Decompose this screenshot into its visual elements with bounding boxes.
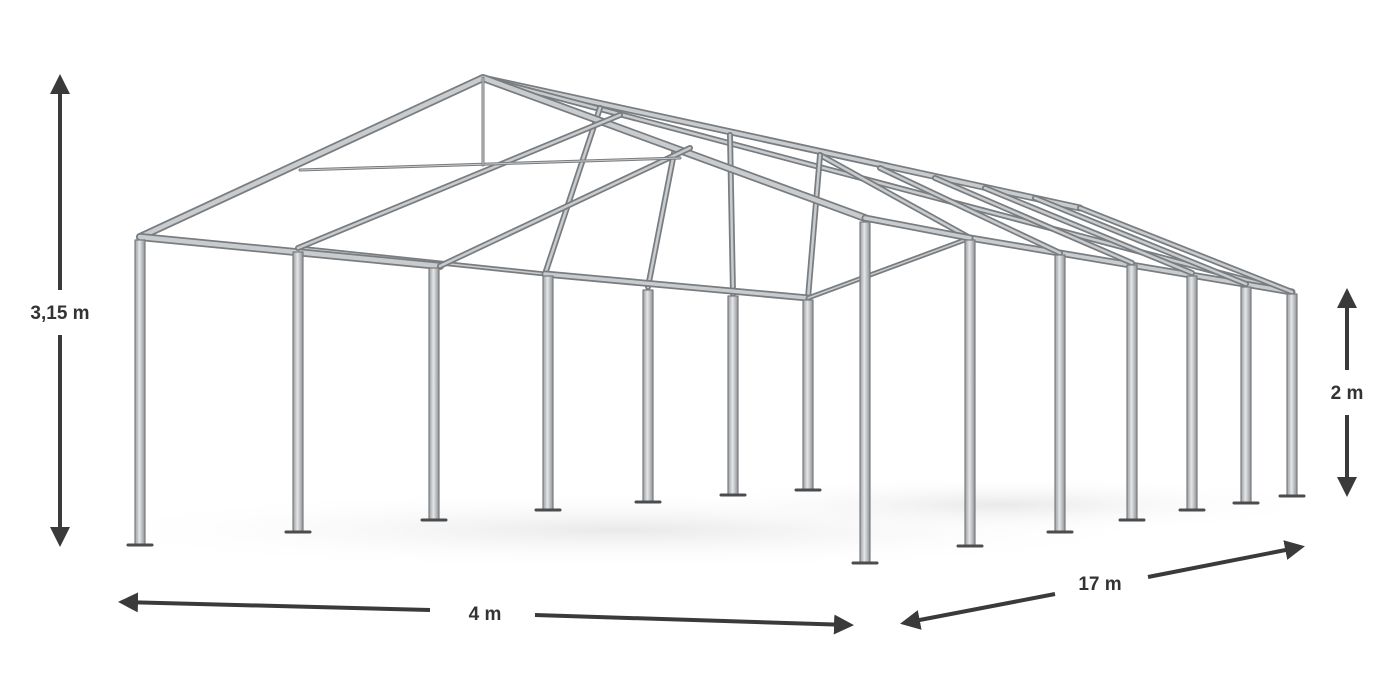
back-eave-beam (543, 272, 810, 300)
pole-11 (1126, 264, 1138, 521)
front-purlin-1 (296, 113, 622, 250)
height-total-label: 3,15 m (30, 303, 89, 324)
pole-8 (859, 221, 871, 564)
pole-14 (1286, 293, 1298, 497)
ridge-purlin (481, 76, 1082, 210)
pole-2 (292, 251, 304, 533)
front-gable-rafters (137, 75, 868, 240)
pole-7 (802, 299, 814, 491)
back-rafter-2 (646, 146, 677, 289)
pole-12 (1186, 275, 1198, 511)
length-arrow-left (900, 592, 1056, 630)
front-eave-beam (137, 234, 443, 269)
pole-3 (428, 267, 440, 521)
width-arrow-left (118, 592, 431, 613)
floor-shadow (60, 475, 1330, 570)
length-arrow-right (1147, 540, 1305, 579)
pole-6 (727, 295, 739, 496)
right-rafter-5 (1033, 196, 1248, 286)
tension-bar (299, 157, 681, 171)
pole-5 (642, 289, 654, 503)
back-rafter-3 (728, 133, 735, 296)
dimension-arrows (50, 74, 1357, 635)
back-rafter-1 (543, 106, 602, 276)
front-purlin-2 (438, 146, 692, 268)
width-label: 4 m (469, 604, 502, 625)
pole-4 (542, 275, 554, 511)
width-arrow-right (534, 613, 854, 635)
front-gable-rafters-outline (136, 74, 869, 241)
pole-1 (134, 239, 146, 546)
length-label: 17 m (1078, 574, 1121, 595)
back-rafter-4 (806, 153, 822, 300)
right-rafter-1 (818, 153, 972, 240)
height-side-label: 2 m (1331, 383, 1364, 404)
back-gable-brace (807, 237, 971, 299)
right-rafter-3 (933, 176, 1134, 265)
right-rafter-2 (878, 166, 1062, 255)
tent-frame (126, 74, 1306, 565)
pole-9 (964, 239, 976, 547)
right-rafter-6 (1078, 206, 1294, 294)
right-rafter-4 (983, 186, 1194, 275)
ridge-purlin-right (481, 76, 1294, 294)
front-eave-right (863, 216, 972, 240)
pole-13 (1240, 286, 1252, 504)
pole-10 (1054, 254, 1066, 533)
